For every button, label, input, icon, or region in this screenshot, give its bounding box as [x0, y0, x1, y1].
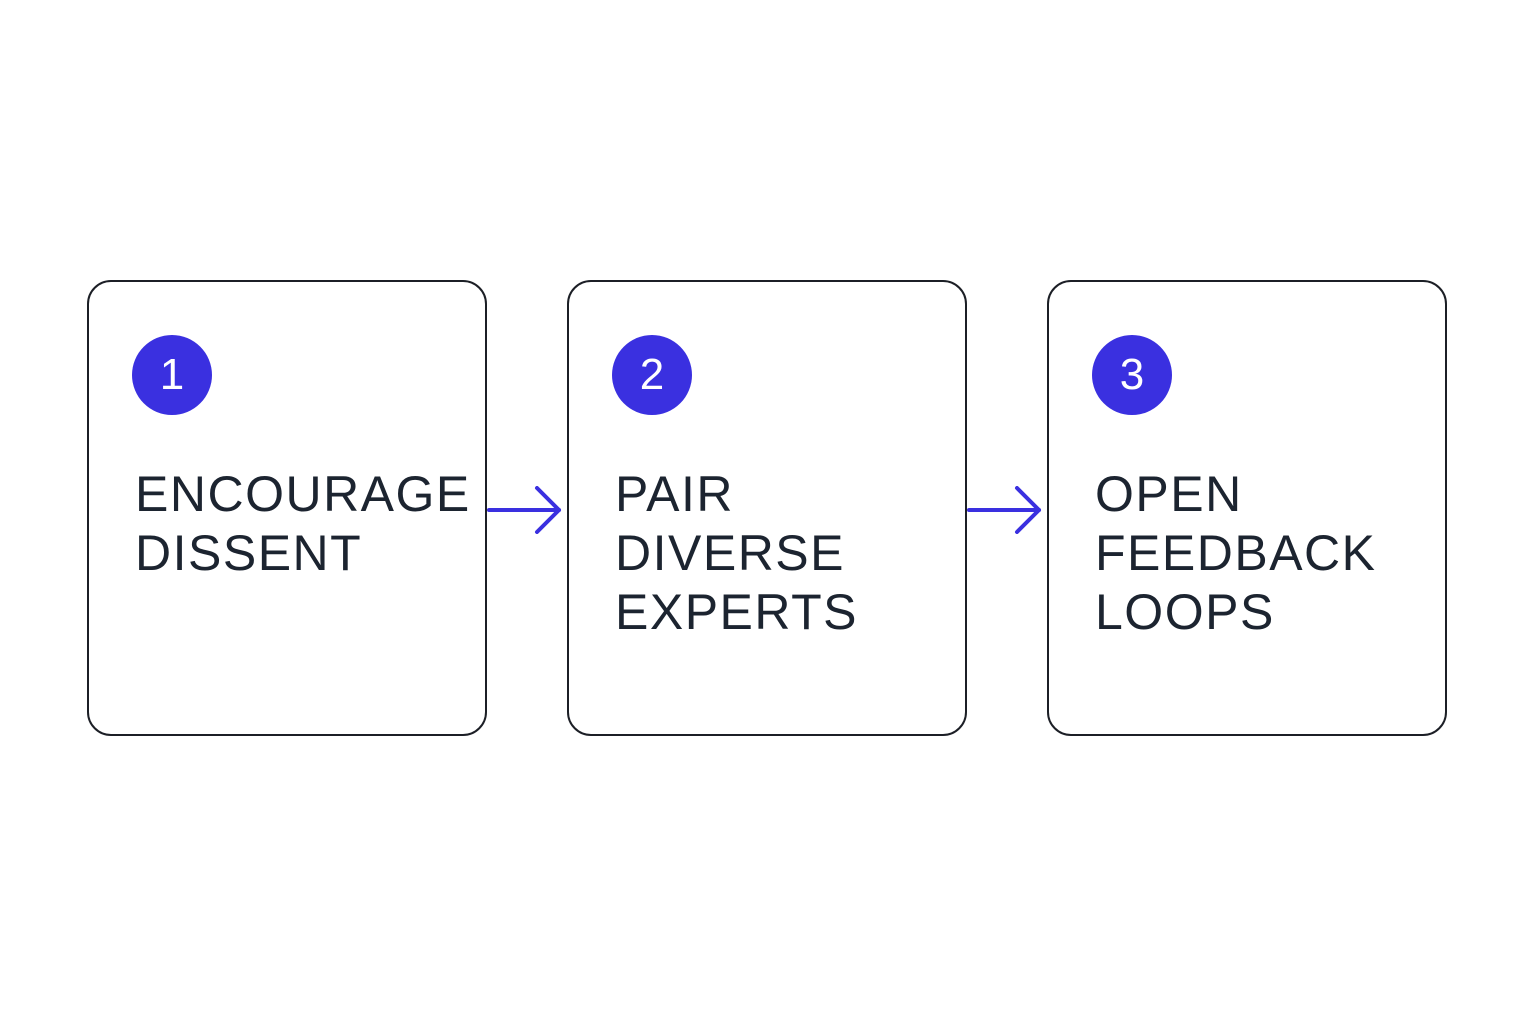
- step-label-line: FEEDBACK: [1095, 525, 1377, 581]
- step-label-line: DIVERSE: [615, 525, 846, 581]
- step-number-badge: 3: [1092, 335, 1172, 415]
- step-card-3: 3 OPEN FEEDBACK LOOPS: [1047, 280, 1447, 736]
- step-label-line: ENCOURAGE: [135, 466, 471, 522]
- step-number-badge: 1: [132, 335, 212, 415]
- step-label-line: OPEN: [1095, 466, 1243, 522]
- step-label-line: DISSENT: [135, 525, 363, 581]
- step-card-1: 1 ENCOURAGE DISSENT: [87, 280, 487, 736]
- step-label-line: EXPERTS: [615, 584, 858, 640]
- step-label: PAIR DIVERSE EXPERTS: [615, 465, 858, 642]
- arrow-right-icon: [487, 486, 561, 534]
- step-label: OPEN FEEDBACK LOOPS: [1095, 465, 1377, 642]
- step-label: ENCOURAGE DISSENT: [135, 465, 471, 583]
- step-label-line: PAIR: [615, 466, 734, 522]
- step-card-2: 2 PAIR DIVERSE EXPERTS: [567, 280, 967, 736]
- arrow-right-icon: [967, 486, 1041, 534]
- step-label-line: LOOPS: [1095, 584, 1275, 640]
- step-number-badge: 2: [612, 335, 692, 415]
